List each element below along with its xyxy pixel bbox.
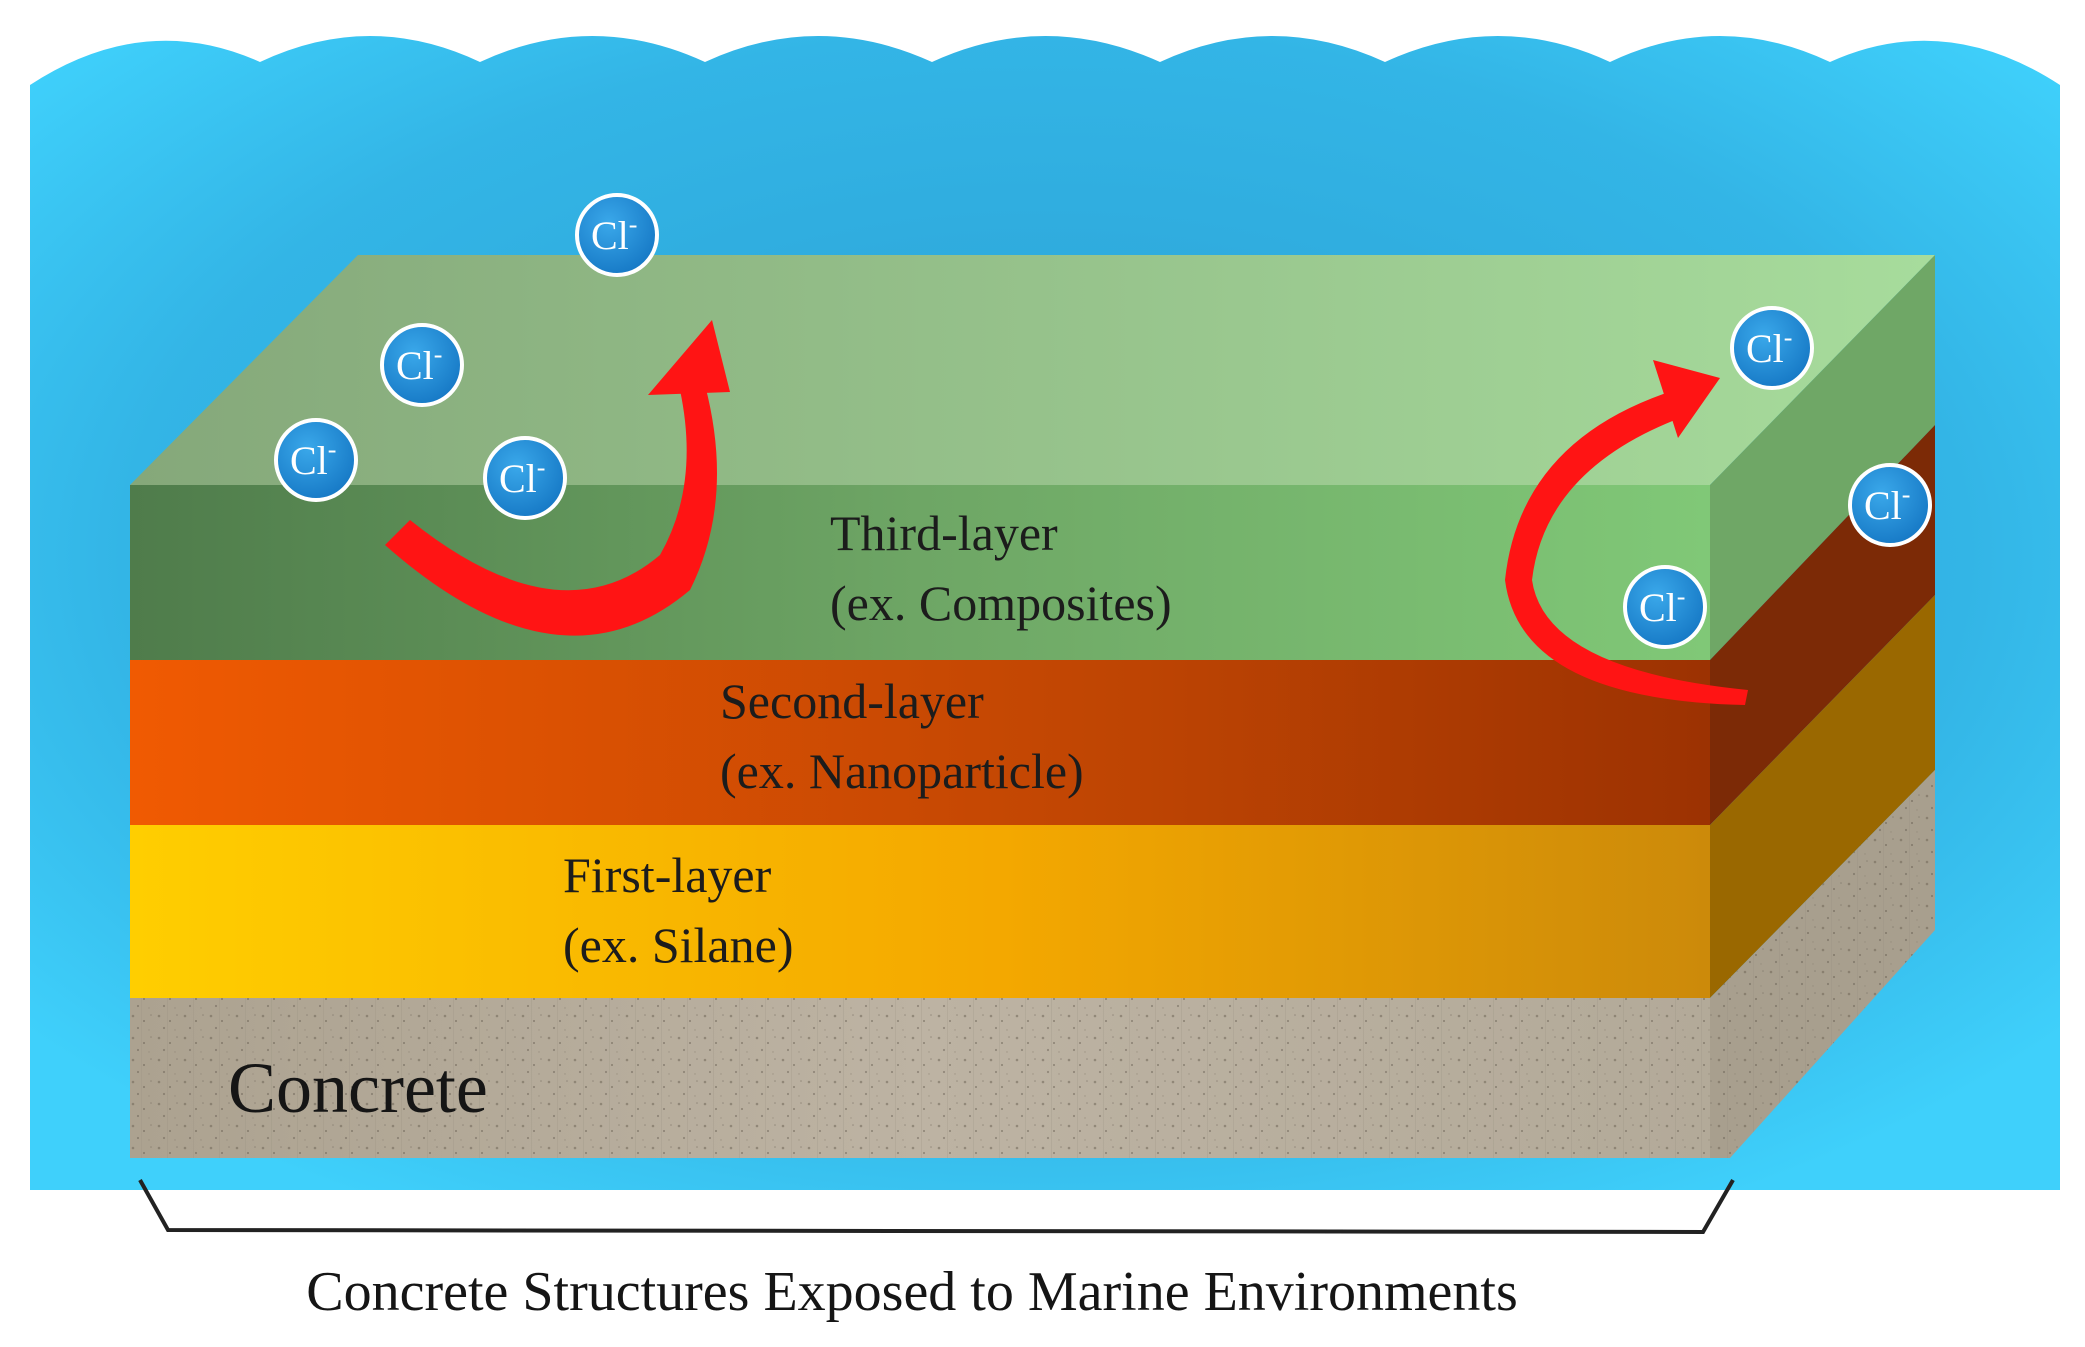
chloride-ion-circle xyxy=(1848,463,1932,547)
first-layer-side xyxy=(1710,595,1935,998)
chloride-ion-charge: - xyxy=(328,435,337,464)
chloride-ion-label: Cl- xyxy=(1864,480,1910,528)
first-layer-example: (ex. Silane) xyxy=(563,917,793,973)
chloride-ion: Cl- xyxy=(1623,565,1707,649)
third-layer-front xyxy=(130,485,1710,660)
chloride-ion: Cl- xyxy=(483,436,567,520)
second-layer-front xyxy=(130,660,1710,825)
chloride-ion: Cl- xyxy=(274,418,358,502)
chloride-ion-circle xyxy=(483,436,567,520)
third-layer-side xyxy=(1710,255,1935,660)
chloride-ion-circle xyxy=(1730,306,1814,390)
chloride-ion-circle xyxy=(1623,565,1707,649)
second-layer-example: (ex. Nanoparticle) xyxy=(720,743,1084,799)
chloride-ion-charge: - xyxy=(434,340,443,369)
chloride-ion: Cl- xyxy=(380,323,464,407)
chloride-ion-circle xyxy=(274,418,358,502)
second-layer-name: Second-layer xyxy=(720,673,984,729)
deflection-arrow-right xyxy=(1505,360,1748,705)
chloride-ion-charge: - xyxy=(629,210,638,239)
concrete-label: Concrete xyxy=(228,1048,488,1128)
block-top-face xyxy=(130,255,1935,485)
deflection-arrow-left xyxy=(385,320,730,636)
chloride-ion-circle xyxy=(380,323,464,407)
chloride-ion: Cl- xyxy=(1730,306,1814,390)
third-layer-example: (ex. Composites) xyxy=(830,575,1172,631)
chloride-ions: Cl-Cl-Cl-Cl-Cl-Cl-Cl- xyxy=(274,193,1932,649)
chloride-ion: Cl- xyxy=(575,193,659,277)
diagram-caption: Concrete Structures Exposed to Marine En… xyxy=(306,1261,1518,1323)
third-layer-name: Third-layer xyxy=(830,505,1058,561)
chloride-ion-charge: - xyxy=(1784,323,1793,352)
chloride-ion-circle xyxy=(575,193,659,277)
chloride-ion-charge: - xyxy=(1677,582,1686,611)
structure-bracket xyxy=(138,1179,1735,1235)
first-layer-name: First-layer xyxy=(563,847,772,903)
chloride-ion-charge: - xyxy=(537,453,546,482)
chloride-ion-charge: - xyxy=(1902,480,1911,509)
chloride-ion: Cl- xyxy=(1848,463,1932,547)
first-layer-front xyxy=(130,825,1710,998)
